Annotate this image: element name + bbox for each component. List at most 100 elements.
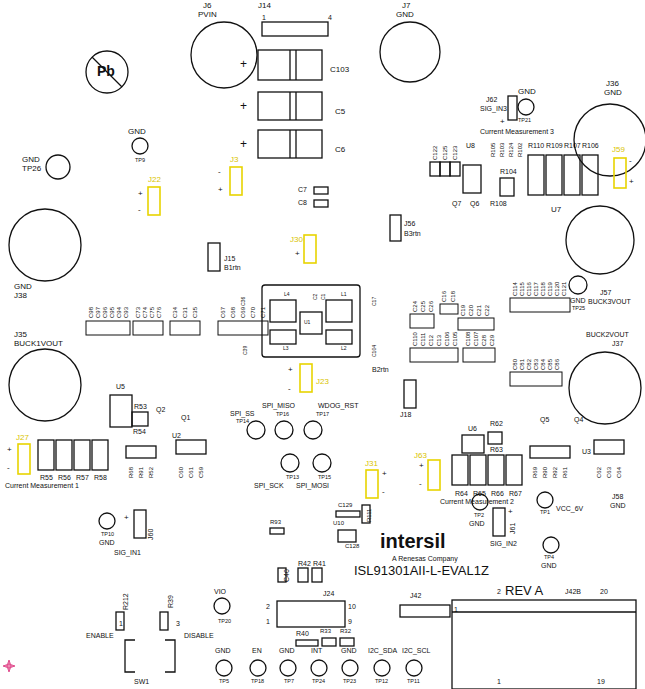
silkscreen-label: 9 (348, 618, 352, 625)
silkscreen-label: U8 (466, 142, 475, 149)
silkscreen-label: R69 (532, 467, 538, 478)
silkscreen-label: - (138, 206, 141, 214)
silkscreen-label: C82 (526, 359, 532, 370)
silkscreen-label: + (240, 138, 247, 150)
silkscreen-label: R108 (490, 200, 507, 207)
silkscreen-label: TP9 (135, 158, 145, 164)
silkscreen-label: C121 (561, 282, 567, 296)
silkscreen-label: SPI_MISO (262, 402, 295, 409)
silkscreen-label: R103 (499, 143, 505, 157)
silkscreen-label: C70 (250, 307, 256, 318)
silkscreen-label: J7 (402, 2, 410, 10)
silkscreen-label: C128 (345, 543, 359, 549)
silkscreen-label: J6 (203, 2, 211, 10)
silkscreen-label: R124 (508, 143, 514, 157)
silkscreen-label: SW1 (134, 678, 149, 685)
silkscreen-label: 1 (262, 14, 266, 21)
silkscreen-label: C2 (313, 294, 318, 300)
silkscreen-label: GND (341, 647, 357, 654)
silkscreen-label: C114 (512, 282, 518, 296)
silkscreen-label: - (382, 488, 385, 496)
silkscreen-label: + (629, 178, 634, 186)
silkscreen-label: 2 (266, 603, 270, 610)
silkscreen-label: C95 (109, 307, 115, 318)
silkscreen-label: C73 (135, 307, 141, 318)
silkscreen-label: C108 (465, 332, 471, 346)
silkscreen-label: - (419, 480, 422, 488)
silkscreen-label: R33 (320, 628, 331, 634)
silkscreen-label: J15 (224, 255, 235, 262)
silkscreen-label: intersil (380, 531, 446, 551)
silkscreen-label: R68 (128, 467, 134, 478)
silkscreen-label: C60 (178, 467, 184, 478)
silkscreen-label: TP16 (276, 412, 289, 418)
silkscreen-label: C7 (298, 186, 307, 193)
silkscreen-label: Current Measurement 3 (480, 128, 554, 135)
silkscreen-label: C81 (519, 359, 525, 370)
silkscreen-label: 1 (454, 606, 458, 613)
silkscreen-label: C86 (554, 359, 560, 370)
silkscreen-label: EN (252, 647, 262, 654)
silkscreen-label: R92 (552, 467, 558, 478)
silkscreen-label: C111 (420, 333, 426, 346)
silkscreen-label: C40 (283, 569, 290, 582)
silkscreen-label: C80 (512, 359, 518, 370)
silkscreen-label: C74 (142, 307, 148, 318)
silkscreen-label: U7 (551, 206, 561, 214)
silkscreen-label: R90 (542, 467, 548, 478)
silkscreen-label: REV A (505, 584, 543, 597)
silkscreen-label: GND (570, 297, 586, 304)
silkscreen-label: + (7, 446, 12, 454)
silkscreen-label: C96 (102, 307, 108, 318)
silkscreen-label: B3rtn (404, 230, 421, 237)
silkscreen-label: VCC_6V (556, 505, 583, 512)
silkscreen-label: + (218, 186, 223, 194)
silkscreen-label: TP14 (236, 419, 249, 425)
silkscreen-label: + (240, 100, 247, 112)
connector-label: J59 (612, 146, 625, 154)
silkscreen-label: R55 (40, 474, 53, 481)
silkscreen-label: TP11 (407, 679, 420, 685)
silkscreen-label: L2 (341, 346, 347, 351)
silkscreen-label: R93 (270, 519, 281, 525)
silkscreen-label: WDOG_RST (318, 402, 358, 409)
silkscreen-label: C26 (428, 301, 434, 312)
connector-label: J63 (414, 452, 427, 460)
silkscreen-label: C24 (412, 301, 418, 312)
silkscreen-label: R63 (490, 446, 503, 453)
silkscreen-label: TP10 (101, 532, 114, 538)
silkscreen-label: R62 (490, 420, 503, 427)
silkscreen-label: Current Measurement 2 (440, 498, 514, 505)
silkscreen-label: J37 (612, 340, 623, 347)
silkscreen-label: TP18 (251, 679, 264, 685)
silkscreen-label: Q2 (156, 406, 165, 413)
silkscreen-label: GND (128, 128, 146, 136)
silkscreen-label: R40 (296, 630, 309, 637)
silkscreen-label: C64 (616, 467, 622, 478)
silkscreen-label: TP17 (316, 412, 329, 418)
silkscreen-label: TP15 (318, 475, 331, 481)
silkscreen-label: J61 (509, 523, 516, 534)
silkscreen-label: VIO (214, 588, 226, 595)
silkscreen-label: C1 (321, 294, 326, 300)
silkscreen-label: TP4 (544, 555, 554, 561)
silkscreen-label: TP1 (540, 510, 550, 516)
silkscreen-label: TP21 (518, 118, 531, 124)
silkscreen-label: SIG_IN1 (114, 549, 141, 556)
silkscreen-label: DISABLE (184, 632, 214, 639)
silkscreen-label: TP7 (284, 679, 294, 685)
silkscreen-label: + (500, 118, 505, 126)
silkscreen-label: B1rtn (224, 264, 241, 271)
silkscreen-label: GND (610, 502, 626, 509)
silkscreen-label: C97 (95, 307, 101, 318)
silkscreen-label: C117 (533, 282, 539, 296)
silkscreen-label: TP2 (474, 513, 484, 519)
silkscreen-label: 19 (597, 678, 605, 685)
silkscreen-label: C85 (547, 359, 553, 370)
silkscreen-label: C61 (188, 467, 194, 478)
silkscreen-label: + (419, 462, 424, 470)
silkscreen-label: SIG_IN2 (490, 540, 517, 547)
silkscreen-label: SPI_SCK (254, 482, 284, 489)
silkscreen-label: GND (541, 562, 557, 569)
silkscreen-label: U2 (172, 432, 181, 439)
